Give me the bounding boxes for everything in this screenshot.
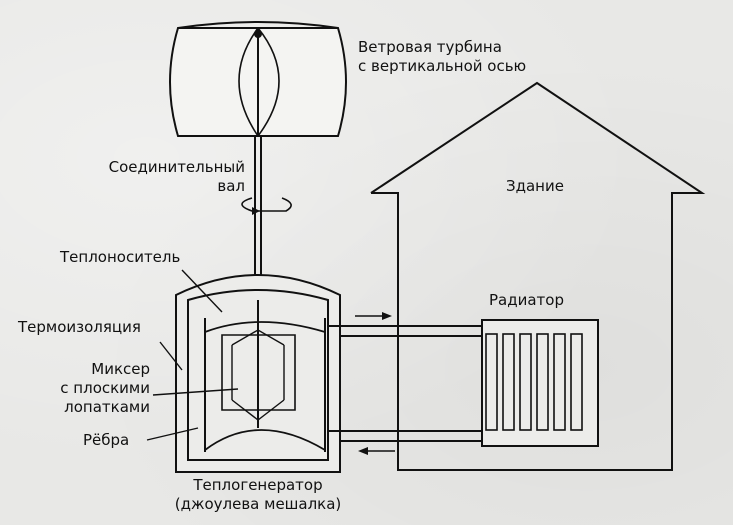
turbine-hub-icon (254, 30, 262, 38)
label-generator-line2: (джоулева мешалка) (174, 495, 342, 513)
label-mixer-line2: с плоскими (60, 379, 150, 397)
label-coolant: Теплоноситель (60, 248, 181, 266)
label-building: Здание (506, 177, 564, 195)
label-mixer-line3: лопатками (64, 398, 150, 416)
leader-mixer (152, 388, 239, 396)
label-ribs: Рёбра (83, 431, 130, 449)
label-turbine-line2: с вертикальной осью (358, 57, 527, 75)
connecting-shaft (241, 136, 292, 300)
flow-left-arrow-icon (358, 447, 368, 455)
mixer-paddles (221, 300, 296, 428)
leader-ribs (146, 427, 199, 441)
flow-right-arrow-icon (382, 312, 392, 320)
return-pipe (328, 430, 482, 455)
label-turbine-line1: Ветровая турбина (358, 38, 502, 56)
wind-turbine (169, 21, 347, 137)
label-insulation: Термоизоляция (18, 318, 141, 336)
label-shaft-line1: Соединительный (108, 158, 245, 176)
label-mixer-line1: Миксер (91, 360, 150, 378)
rotation-arrow-icon (252, 207, 260, 215)
label-radiator: Радиатор (489, 291, 564, 309)
leader-coolant (181, 269, 223, 313)
radiator (481, 319, 599, 447)
label-shaft-line2: вал (217, 177, 245, 195)
building-outline (370, 81, 706, 471)
leader-insulation (159, 341, 183, 371)
label-generator-line1: Теплогенератор (193, 476, 323, 494)
supply-pipe (328, 312, 482, 337)
leader-lines (146, 269, 239, 441)
